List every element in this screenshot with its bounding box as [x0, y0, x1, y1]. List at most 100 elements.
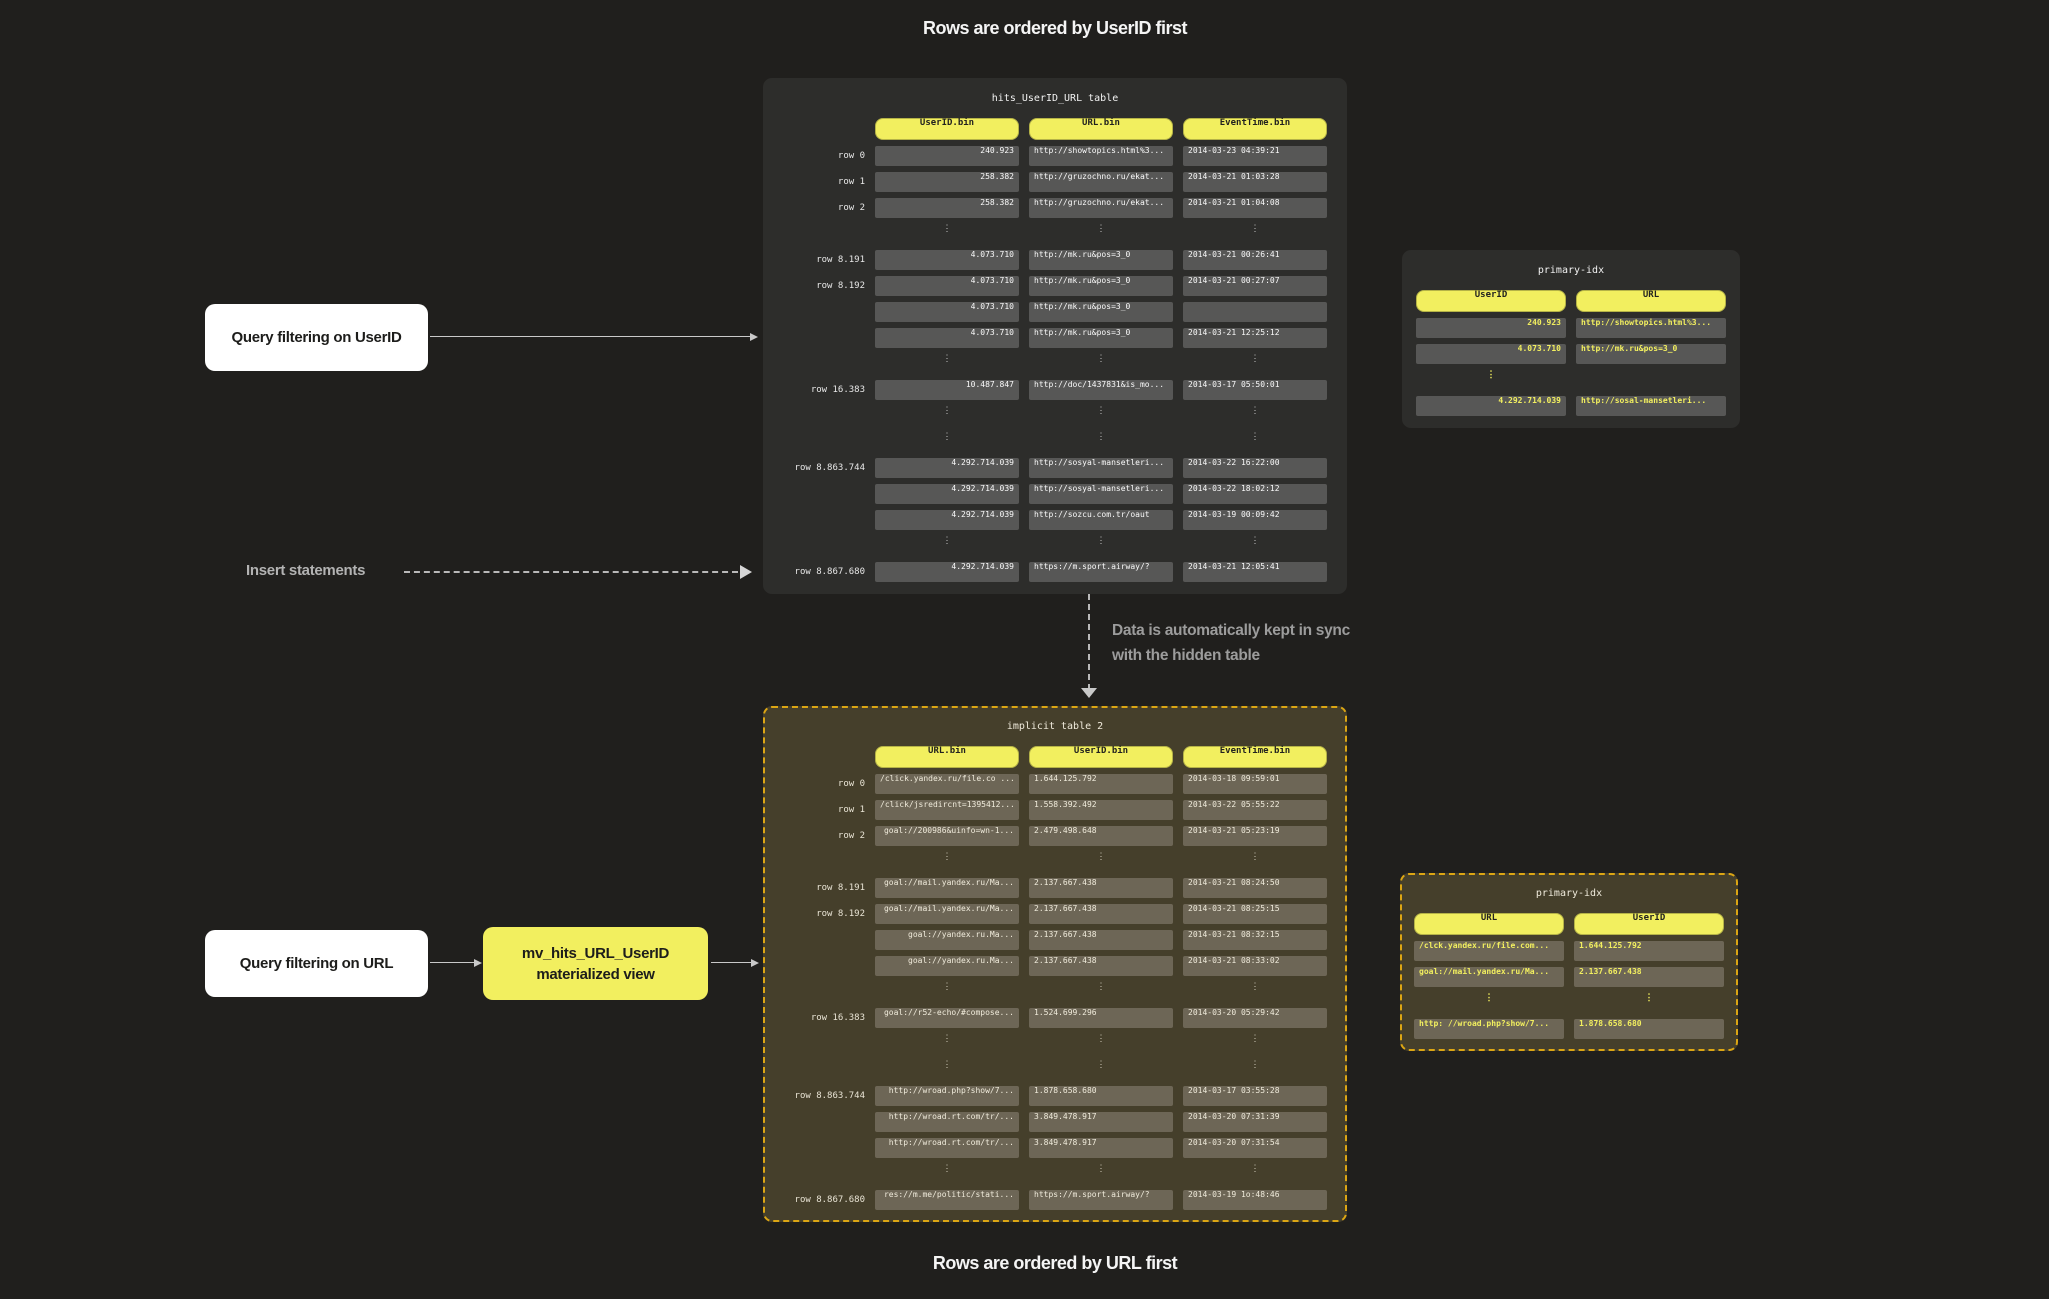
ellipsis-row-cell: ⋮	[1250, 852, 1260, 862]
table-cell: 1.878.658.680	[1029, 1086, 1173, 1106]
row-label	[779, 982, 865, 1002]
table-cell: 2014-03-21 00:26:41	[1183, 250, 1327, 270]
table-cell: /clck.yandex.ru/file.com...	[1414, 941, 1564, 961]
ellipsis-row-cell: ⋮	[1250, 406, 1260, 416]
materialized-view-arrowhead-icon	[751, 959, 759, 967]
row-label	[779, 1138, 865, 1158]
bottom-caption: Rows are ordered by URL first	[932, 1253, 1178, 1273]
table-cell: 2014-03-22 16:22:00	[1183, 458, 1327, 478]
table-title: implicit table 2	[1006, 721, 1104, 732]
query-filtering-userid-box: Query filtering on UserID	[205, 304, 428, 371]
materialized-view-box: mv_hits_URL_UserID materialized view	[483, 927, 708, 1000]
table-cell: 2014-03-19 1o:48:46	[1183, 1190, 1327, 1210]
table-cell: 10.487.847	[875, 380, 1019, 400]
ellipsis-row-cell: ⋮	[1096, 1060, 1106, 1070]
table-cell: 1.558.392.492	[1029, 800, 1173, 820]
query-url-arrowhead-icon	[474, 959, 482, 967]
ellipsis-row-cell: ⋮	[1250, 1060, 1260, 1070]
ellipsis-row-cell: ⋮	[1250, 1164, 1260, 1174]
row-label: row 0	[837, 151, 865, 161]
ellipsis-row-cell: ⋮	[1250, 354, 1260, 364]
ellipsis-row-cell: ⋮	[1250, 1034, 1260, 1044]
table-cell: http://mk.ru&pos=3_0	[1029, 302, 1173, 322]
query-userid-arrow-line	[430, 336, 752, 337]
table-cell: goal://mail.yandex.ru/Ma...	[875, 878, 1019, 898]
row-label: row 8.863.744	[794, 1091, 865, 1101]
column-header: EventTime.bin	[1183, 118, 1327, 140]
ellipsis-row-cell: ⋮	[942, 982, 952, 992]
row-label-spacer	[779, 746, 865, 768]
table-cell: /click/jsredircnt=1395412...	[875, 800, 1019, 820]
column-header: UserID.bin	[1029, 746, 1173, 768]
ellipsis-row-cell: ⋮	[1250, 982, 1260, 992]
table-cell: goal://yandex.ru.Ma...	[875, 930, 1019, 950]
table-title: primary-idx	[1535, 888, 1603, 899]
table-cell: 2014-03-21 01:03:28	[1183, 172, 1327, 192]
table-row: ⋮⋮⋮	[779, 852, 1331, 872]
ellipsis-row-cell: ⋮	[1096, 982, 1106, 992]
table-cell: http://showtopics.html%3...	[1029, 146, 1173, 166]
table-cell: http://gruzochno.ru/ekat...	[1029, 198, 1173, 218]
table-cell: 4.292.714.039	[875, 510, 1019, 530]
table-cell	[1183, 302, 1327, 322]
table-cell: http://sosyal-mansetleri...	[1029, 484, 1173, 504]
row-label: row 1	[837, 177, 865, 187]
ellipsis-row-cell: ⋮	[942, 406, 952, 416]
column-header: UserID.bin	[875, 118, 1019, 140]
table-row: row 0/click.yandex.ru/file.co ...1.644.1…	[779, 774, 1331, 794]
table-cell: 2014-03-20 05:29:42	[1183, 1008, 1327, 1028]
table-cell: 240.923	[1416, 318, 1566, 338]
table-cell: 3.849.478.917	[1029, 1112, 1173, 1132]
table-cell: http://wroad.php?show/7...	[875, 1086, 1019, 1106]
table-cell: 2.137.667.438	[1029, 930, 1173, 950]
ellipsis-row-cell: ⋮	[942, 536, 952, 546]
row-label	[779, 510, 865, 530]
table-cell: http://mk.ru&pos=3_0	[1029, 250, 1173, 270]
ellipsis-row-cell: ⋮	[1096, 406, 1106, 416]
row-label: row 8.192	[816, 281, 865, 291]
table-cell: 2014-03-22 18:02:12	[1183, 484, 1327, 504]
table-cell: 2014-03-18 09:59:01	[1183, 774, 1327, 794]
column-header: UserID	[1416, 290, 1566, 312]
table-cell: 4.073.710	[875, 250, 1019, 270]
ellipsis-row-cell: ⋮	[1486, 370, 1496, 380]
table-cell: 2014-03-20 07:31:54	[1183, 1138, 1327, 1158]
query-filtering-url-label: Query filtering on URL	[239, 955, 394, 972]
table-cell: 2014-03-17 03:55:28	[1183, 1086, 1327, 1106]
table-cell: 2.137.667.438	[1029, 904, 1173, 924]
ellipsis-row-cell: ⋮	[942, 1034, 952, 1044]
row-label: row 0	[837, 779, 865, 789]
materialized-view-subtitle: materialized view	[536, 965, 655, 983]
table-cell: 2014-03-21 08:33:02	[1183, 956, 1327, 976]
column-header: URL	[1576, 290, 1726, 312]
table-cell: 2014-03-21 08:24:50	[1183, 878, 1327, 898]
table-cell: http://wroad.rt.com/tr/...	[875, 1112, 1019, 1132]
table-cell: 2014-03-21 01:04:08	[1183, 198, 1327, 218]
table-row: ⋮⋮⋮	[779, 536, 1331, 556]
table-cell: http://sosal-mansetleri...	[1576, 396, 1726, 416]
ellipsis-row-cell: ⋮	[942, 224, 952, 234]
table-row: http: //wroad.php?show/7...1.878.658.680	[1414, 1019, 1724, 1039]
table-title: primary-idx	[1537, 265, 1605, 276]
